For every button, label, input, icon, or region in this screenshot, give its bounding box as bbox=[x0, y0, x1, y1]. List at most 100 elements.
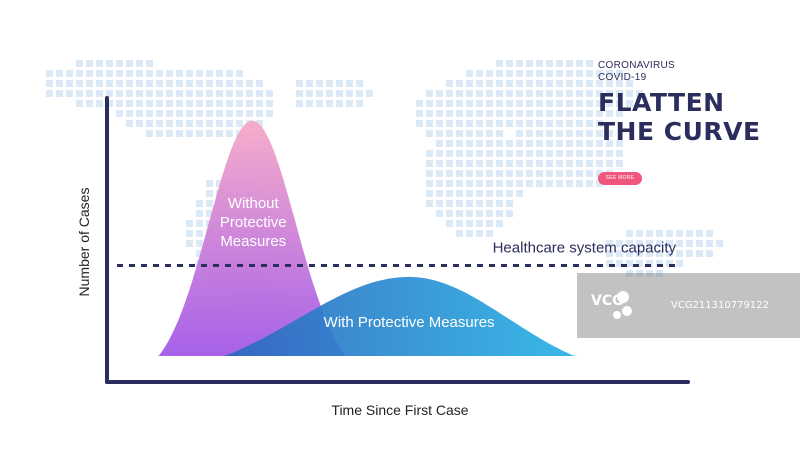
map-dot bbox=[186, 80, 193, 87]
map-dot bbox=[496, 200, 503, 207]
map-dot bbox=[516, 160, 523, 167]
map-dot bbox=[236, 80, 243, 87]
map-dot bbox=[266, 90, 273, 97]
map-dot bbox=[296, 90, 303, 97]
map-dot bbox=[486, 120, 493, 127]
map-dot bbox=[116, 80, 123, 87]
map-dot bbox=[126, 100, 133, 107]
map-dot bbox=[596, 150, 603, 157]
map-dot bbox=[326, 80, 333, 87]
map-dot bbox=[466, 130, 473, 137]
map-dot bbox=[566, 130, 573, 137]
map-dot bbox=[536, 110, 543, 117]
map-dot bbox=[176, 110, 183, 117]
map-dot bbox=[176, 80, 183, 87]
map-dot bbox=[466, 70, 473, 77]
map-dot bbox=[516, 100, 523, 107]
map-dot bbox=[146, 110, 153, 117]
map-dot bbox=[446, 190, 453, 197]
map-dot bbox=[606, 70, 613, 77]
map-dot bbox=[616, 70, 623, 77]
map-dot bbox=[506, 100, 513, 107]
map-dot bbox=[116, 90, 123, 97]
map-dot bbox=[476, 190, 483, 197]
map-dot bbox=[636, 260, 643, 267]
map-dot bbox=[616, 160, 623, 167]
map-dot bbox=[596, 120, 603, 127]
map-dot bbox=[76, 80, 83, 87]
map-dot bbox=[546, 80, 553, 87]
map-dot bbox=[656, 270, 663, 277]
map-dot bbox=[466, 80, 473, 87]
map-dot bbox=[506, 210, 513, 217]
map-dot bbox=[186, 220, 193, 227]
map-dot bbox=[596, 70, 603, 77]
map-dot bbox=[436, 160, 443, 167]
peak-label-line-1: Without bbox=[228, 195, 280, 212]
map-dot bbox=[86, 90, 93, 97]
map-dot bbox=[266, 100, 273, 107]
map-dot bbox=[226, 100, 233, 107]
map-dot bbox=[676, 260, 683, 267]
map-dot bbox=[586, 150, 593, 157]
map-dot bbox=[76, 70, 83, 77]
map-dot bbox=[466, 170, 473, 177]
map-dot bbox=[256, 120, 263, 127]
map-dot bbox=[76, 100, 83, 107]
map-dot bbox=[466, 110, 473, 117]
map-dot bbox=[156, 90, 163, 97]
peak-label-line-2: Protective bbox=[220, 214, 287, 231]
map-dot bbox=[256, 90, 263, 97]
map-dot bbox=[356, 100, 363, 107]
map-dot bbox=[456, 130, 463, 137]
map-dot bbox=[626, 270, 633, 277]
map-dot bbox=[606, 130, 613, 137]
map-dot bbox=[536, 60, 543, 67]
map-dot bbox=[176, 130, 183, 137]
map-dot bbox=[576, 150, 583, 157]
map-dot bbox=[626, 230, 633, 237]
map-dot bbox=[686, 240, 693, 247]
map-dot bbox=[476, 80, 483, 87]
map-dot bbox=[486, 110, 493, 117]
map-dot bbox=[526, 160, 533, 167]
map-dot bbox=[646, 270, 653, 277]
map-dot bbox=[546, 60, 553, 67]
map-dot bbox=[626, 80, 633, 87]
map-dot bbox=[166, 110, 173, 117]
map-dot bbox=[616, 150, 623, 157]
map-dot bbox=[556, 60, 563, 67]
map-dot bbox=[616, 110, 623, 117]
map-dot bbox=[456, 120, 463, 127]
map-dot bbox=[636, 90, 643, 97]
map-dot bbox=[646, 250, 653, 257]
map-dot bbox=[486, 70, 493, 77]
map-dot bbox=[86, 80, 93, 87]
map-dot bbox=[596, 90, 603, 97]
map-dot bbox=[46, 70, 53, 77]
map-dot bbox=[226, 70, 233, 77]
map-dot bbox=[196, 220, 203, 227]
map-dot bbox=[456, 100, 463, 107]
see-more-button[interactable]: SEE MORE bbox=[598, 172, 642, 185]
map-dot bbox=[516, 180, 523, 187]
map-dot bbox=[106, 90, 113, 97]
map-dot bbox=[256, 100, 263, 107]
map-dot bbox=[586, 100, 593, 107]
map-dot bbox=[516, 80, 523, 87]
map-dot bbox=[676, 240, 683, 247]
map-dot bbox=[486, 160, 493, 167]
map-dot bbox=[526, 90, 533, 97]
peak-label-line-3: Measures bbox=[220, 233, 286, 250]
map-dot bbox=[476, 160, 483, 167]
map-dot bbox=[636, 230, 643, 237]
map-dot bbox=[496, 180, 503, 187]
map-dot bbox=[206, 130, 213, 137]
map-dot bbox=[426, 200, 433, 207]
map-dot bbox=[576, 180, 583, 187]
map-dot bbox=[456, 200, 463, 207]
map-dot bbox=[146, 70, 153, 77]
map-dot bbox=[186, 130, 193, 137]
watermark-id: VCG211310779122 bbox=[671, 300, 769, 311]
map-dot bbox=[136, 120, 143, 127]
